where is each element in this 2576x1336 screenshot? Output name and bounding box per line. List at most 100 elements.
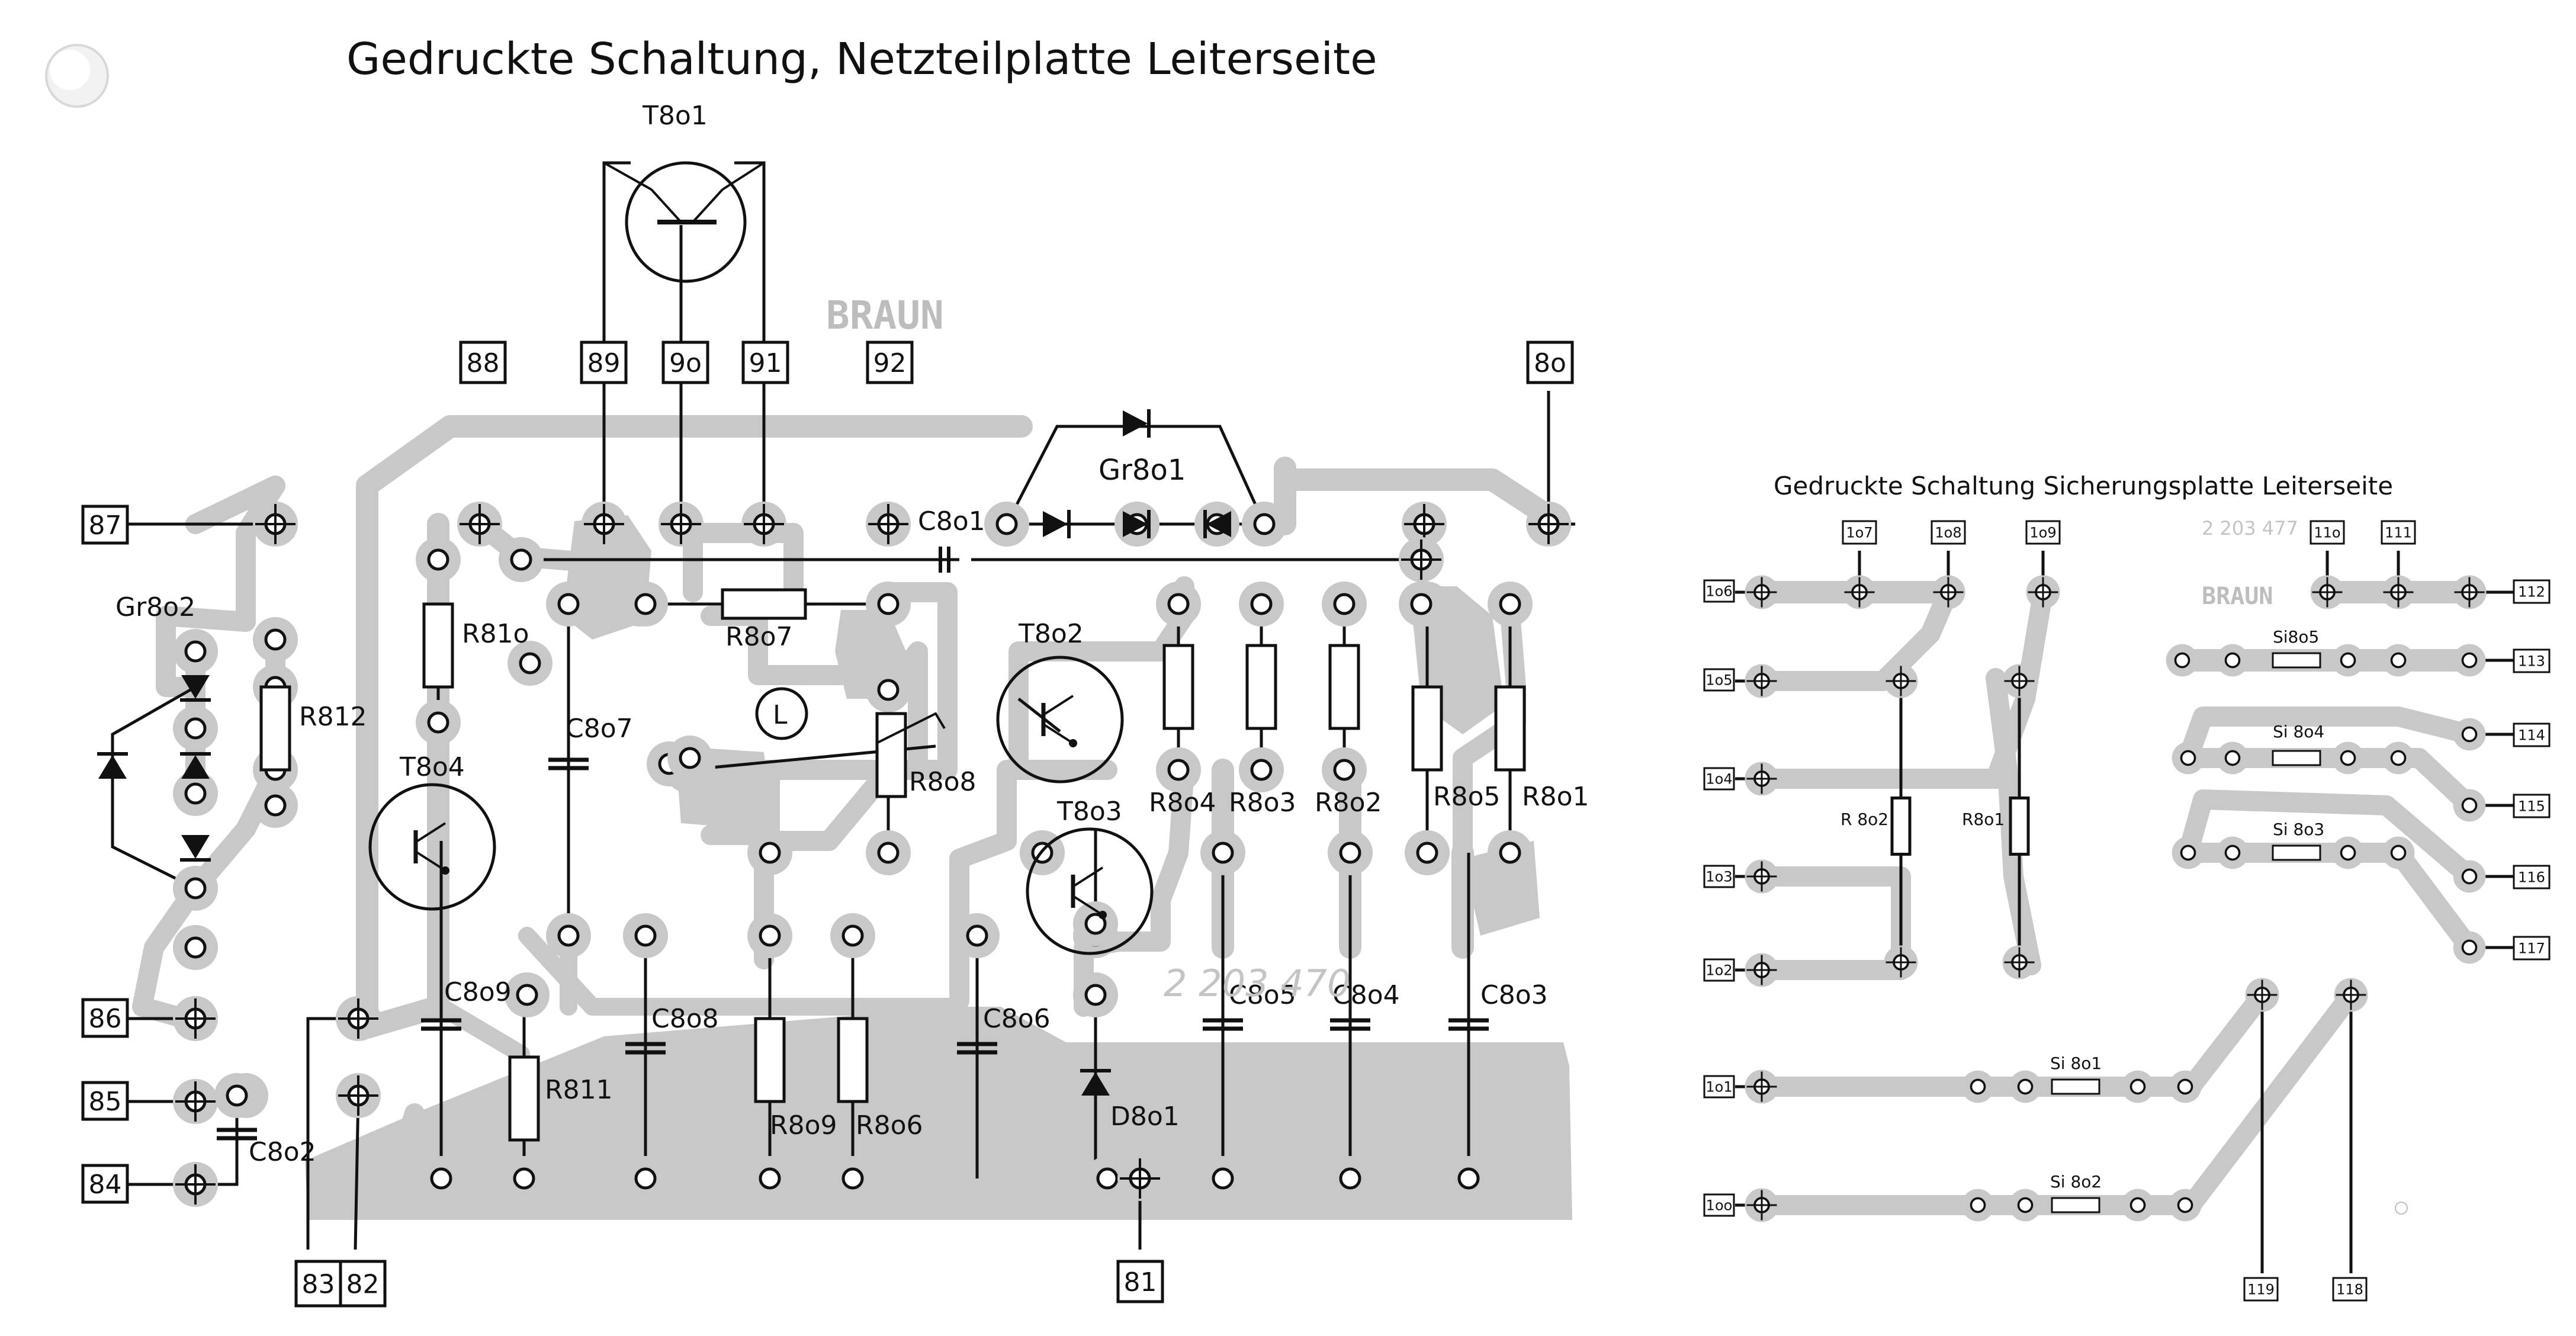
capacitor-c8o8 [625, 1042, 666, 1055]
capacitor-c8o4 [1330, 1018, 1370, 1031]
label-r811: R811 [545, 1075, 613, 1105]
transistor-t8o4 [368, 783, 496, 911]
terminal-label-r12: 1o3 [1705, 869, 1732, 885]
terminal-label-r13: 116 [2518, 869, 2545, 886]
label-c8o2: C8o2 [249, 1137, 316, 1167]
terminal-label-r5: 111 [2385, 525, 2412, 541]
terminal-r16: 1o1 [1703, 1075, 1735, 1099]
label-c8o4: C8o4 [1332, 980, 1400, 1010]
diode-gr8o1-2 [1123, 510, 1151, 538]
copper-traces-sicherung [1750, 581, 2481, 1215]
transistor-t8o2 [996, 656, 1124, 783]
terminal-label-l12: 81 [1124, 1267, 1157, 1298]
label-t8o4: T8o4 [399, 752, 465, 782]
label-r8o7: R8o7 [725, 622, 792, 652]
label-gr8o2: Gr8o2 [115, 592, 195, 622]
terminal-l10: 83 [294, 1260, 342, 1308]
terminal-l3: 9o [661, 341, 709, 384]
terminal-l2: 89 [580, 341, 628, 384]
label-r8o4: R8o4 [1149, 788, 1216, 818]
capacitor-c8o5 [1203, 1018, 1243, 1031]
resistor-r8o8 [875, 712, 907, 798]
resistor-r8o2 [1328, 644, 1360, 730]
terminal-label-l9: 84 [89, 1170, 122, 1200]
resistor-r8o3 [1245, 644, 1277, 730]
diode-gr8o2-3 [180, 835, 211, 862]
capacitor-c8o3 [1448, 1018, 1489, 1031]
terminal-r4: 11o [2310, 520, 2345, 545]
terminal-label-r0: 1o6 [1705, 583, 1732, 600]
label-t8o3: T8o3 [1056, 797, 1122, 827]
label-c8o8: C8o8 [651, 1004, 719, 1034]
resistor-r8o1 [1494, 685, 1526, 772]
fuse-si8o1 [2051, 1078, 2100, 1095]
diode-gr8o2-4 [97, 752, 128, 779]
label-r8o1: R8o1 [1522, 782, 1589, 812]
terminal-l9: 84 [81, 1164, 129, 1204]
diode-gr8o1-1 [1043, 510, 1071, 538]
label-si8o1: Si 8o1 [2050, 1054, 2102, 1073]
label-t8o1: T8o1 [642, 101, 708, 131]
terminal-r17: 1oo [1703, 1193, 1735, 1217]
terminal-label-r16: 1o1 [1705, 1079, 1732, 1096]
fuse-si8o4 [2272, 750, 2321, 766]
terminal-l12: 81 [1116, 1260, 1164, 1303]
resistor-r8o7 [721, 588, 807, 620]
terminal-r10: 1o4 [1703, 767, 1735, 791]
label-si8o5: Si8o5 [2273, 627, 2319, 647]
brand-watermark-left: BRAUN [826, 293, 944, 338]
label-r812: R812 [299, 702, 367, 732]
label-c8o9: C8o9 [444, 977, 512, 1007]
terminal-label-r9: 114 [2518, 727, 2545, 744]
label-c8o3: C8o3 [1480, 980, 1548, 1010]
terminal-label-r17: 1oo [1706, 1197, 1733, 1214]
punch-hole-mark [45, 44, 109, 108]
terminal-r18: 119 [2243, 1277, 2279, 1302]
fuse-si8o3 [2272, 844, 2321, 861]
terminal-label-l3: 9o [669, 348, 702, 378]
resistor-r8o2r [1890, 797, 1912, 856]
terminal-r11: 115 [2513, 794, 2551, 818]
label-gr8o1: Gr8o1 [1099, 454, 1186, 487]
label-r8o2: R8o2 [1315, 788, 1382, 818]
label-si8o3: Si 8o3 [2273, 820, 2324, 839]
capacitor-c8o2 [217, 1128, 257, 1141]
terminal-label-l6: 8o [1534, 348, 1566, 378]
label-c8o6: C8o6 [983, 1004, 1051, 1034]
terminal-l11: 82 [339, 1260, 387, 1308]
terminal-r3: 1o9 [2025, 520, 2061, 545]
terminal-r15: 1o2 [1703, 958, 1735, 982]
terminal-label-l1: 88 [467, 348, 500, 378]
terminal-l0: 87 [81, 505, 129, 545]
terminal-r12: 1o3 [1703, 865, 1735, 888]
label-t8o2: T8o2 [1018, 619, 1084, 649]
transistor-t8o3 [1026, 827, 1154, 955]
terminal-l4: 91 [741, 341, 789, 384]
part-number-left: 2 203 470 [1164, 962, 1351, 1005]
terminal-label-r1: 1o7 [1846, 525, 1872, 541]
resistor-r811 [508, 1055, 540, 1142]
transistor-t8o1 [603, 161, 765, 283]
label-r8o3: R8o3 [1229, 788, 1296, 818]
terminal-label-r7: 1o5 [1705, 672, 1732, 689]
terminal-l1: 88 [459, 341, 507, 384]
terminal-label-l7: 86 [89, 1004, 122, 1034]
brand-watermark-right: BRAUN [2202, 583, 2273, 610]
terminal-label-l0: 87 [89, 510, 122, 541]
terminal-l5: 92 [866, 341, 914, 384]
label-r8o6: R8o6 [856, 1110, 923, 1141]
label-si8o2: Si 8o2 [2050, 1172, 2102, 1192]
terminal-r13: 116 [2513, 865, 2551, 889]
terminal-label-l2: 89 [587, 348, 621, 378]
terminal-r5: 111 [2381, 520, 2416, 545]
terminal-label-r14: 117 [2518, 940, 2545, 957]
resistor-r8o5 [1411, 685, 1443, 772]
terminal-label-r11: 115 [2518, 798, 2545, 815]
solder-pads [173, 502, 2487, 1222]
label-c8o5: C8o5 [1229, 980, 1296, 1010]
component-symbols: T8o1Gr8o1C8o1Gr8o2R812R81oT8o4C8o7R8o7LR… [97, 101, 2408, 1215]
resistor-r812 [259, 685, 291, 772]
terminal-r7: 1o5 [1703, 668, 1735, 692]
terminal-r14: 117 [2513, 936, 2551, 961]
